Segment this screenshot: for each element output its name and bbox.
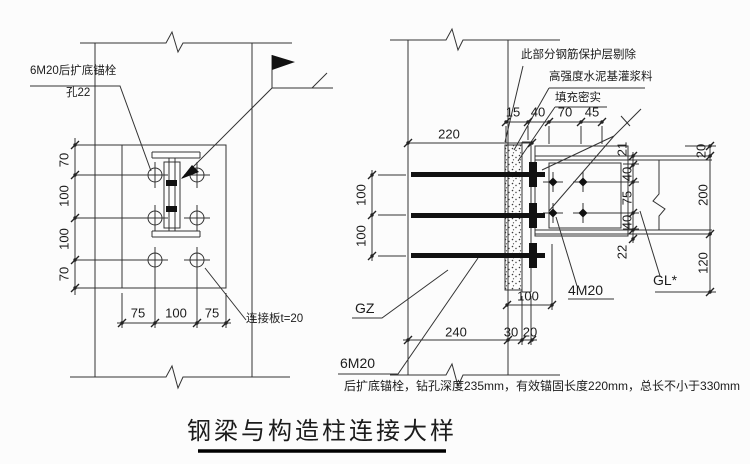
dim-left-v2: 100 <box>56 185 72 207</box>
dim-left-v4: 70 <box>56 266 72 282</box>
dim-left-h3: 75 <box>204 305 220 321</box>
dim-rv-100b: 100 <box>353 225 369 247</box>
dim-beam-20: 20 <box>693 143 709 159</box>
dim-100-face: 100 <box>517 288 539 304</box>
connection-plate-label: 连接板t=20 <box>246 313 304 325</box>
dim-plate-21: 21 <box>614 141 630 157</box>
dim-rv-100a: 100 <box>353 184 369 206</box>
dim-top-3: 70 <box>557 104 573 120</box>
dim-plate-40b: 40 <box>619 214 635 230</box>
column-label-gz: GZ <box>355 300 375 316</box>
dim-30: 30 <box>503 324 519 340</box>
note-cover-removed: 此部分钢筋保护层剔除 <box>521 49 636 61</box>
weld-flag-icon <box>166 55 295 212</box>
note-grout-material: 高强度水泥基灌浆料 <box>549 71 653 83</box>
left-view-linework <box>30 30 333 390</box>
beam-label-gl: GL* <box>653 272 678 288</box>
dim-left-h1: 75 <box>130 305 146 321</box>
left-anchor-bolt-label: 6M20后扩底锚栓 <box>30 65 117 77</box>
dim-20: 20 <box>522 324 538 340</box>
dim-left-v1: 70 <box>56 152 72 168</box>
dim-top-2: 40 <box>530 104 546 120</box>
drawing-title: 钢梁与构造柱连接大样 <box>187 418 457 445</box>
dim-beam-120: 120 <box>695 252 711 274</box>
note-fill-dense: 填充密实 <box>555 92 601 104</box>
dim-plate-40a: 40 <box>619 166 635 182</box>
anchor-bolt-note: 后扩底锚栓，钻孔深度235mm，有效锚固长度220mm，总长不小于330mm <box>344 379 741 393</box>
dimension-dots <box>73 120 712 342</box>
anchor-bolt-label-6m20: 6M20 <box>340 355 376 371</box>
dim-left-h2: 100 <box>165 305 187 321</box>
dim-plate-22: 22 <box>614 244 630 260</box>
dim-plate-75: 75 <box>619 190 635 206</box>
left-hole-label: 孔22 <box>66 87 91 99</box>
dim-left-v3: 100 <box>56 228 72 250</box>
beam-bolt-label-4m20: 4M20 <box>568 282 604 298</box>
dim-top-1: 15 <box>505 104 521 120</box>
anchor-bolt-bars <box>411 162 545 268</box>
dim-220: 220 <box>438 126 460 142</box>
dim-beam-200: 200 <box>695 184 711 206</box>
dim-240: 240 <box>445 324 467 340</box>
dim-top-4: 45 <box>584 104 600 120</box>
beam-bolt-marks <box>548 177 588 218</box>
